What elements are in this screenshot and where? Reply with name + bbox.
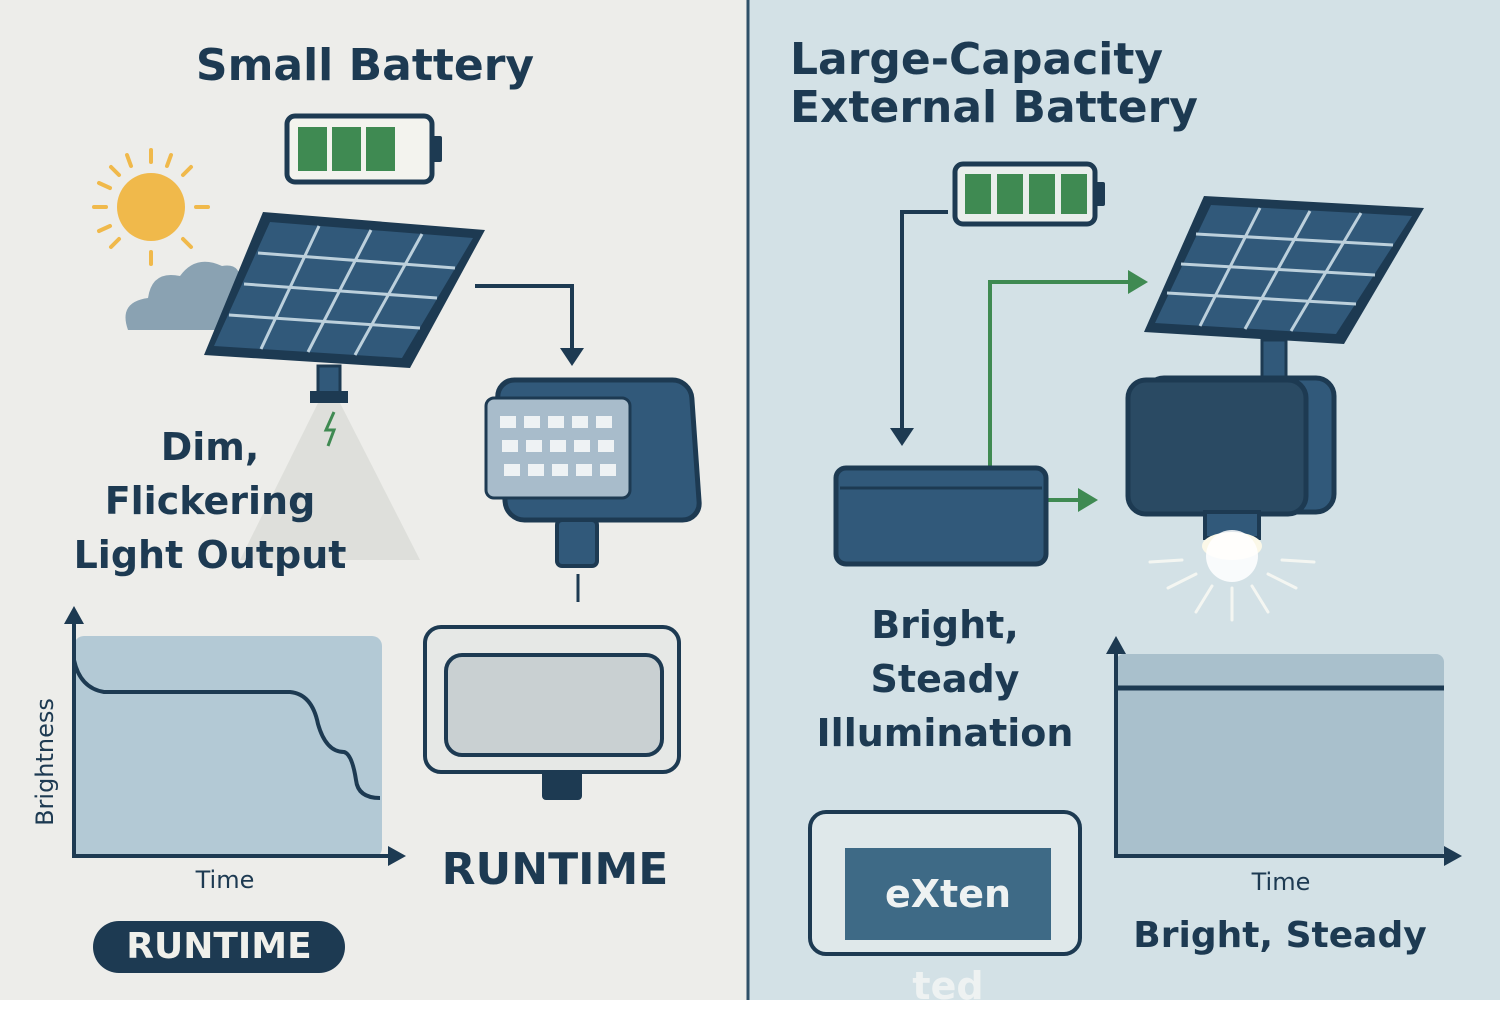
pack-to-panel-arrow xyxy=(988,280,1130,466)
left-flow-arrow xyxy=(475,284,574,350)
left-x-axis-label: Time xyxy=(195,866,255,894)
large-battery-icon xyxy=(952,161,1105,227)
lightning-icon xyxy=(323,411,337,447)
right-chart-area xyxy=(1116,654,1444,858)
left-brightness-chart xyxy=(64,606,406,866)
light-rays xyxy=(1148,558,1316,622)
right-caption-line-1: Bright, xyxy=(871,603,1019,647)
illustration xyxy=(0,0,1500,1000)
left-chart-area xyxy=(74,636,382,858)
left-caption: Dim, Flickering Light Output xyxy=(40,420,380,582)
left-light-cone xyxy=(240,403,420,560)
left-solar-panel xyxy=(204,212,485,403)
right-title-line-2: External Battery xyxy=(790,82,1198,133)
right-title: Large-Capacity External Battery xyxy=(790,36,1270,132)
sun-icon xyxy=(92,148,210,266)
lamp-runtime-label: RUNTIME xyxy=(441,844,669,895)
left-brightness-line xyxy=(72,659,381,800)
right-caption: Bright, Steady Illumination xyxy=(800,598,1090,760)
left-caption-line-2: Flickering xyxy=(104,479,316,523)
left-y-axis-label: Brightness xyxy=(31,698,59,826)
runtime-badge: RUNTIME xyxy=(93,921,345,973)
right-x-axis-label: Time xyxy=(1251,868,1311,896)
extended-badge: eXten ted xyxy=(845,848,1051,1008)
infographic: Small Battery Dim, Flickering Light Outp… xyxy=(0,0,1500,1008)
external-battery-pack xyxy=(833,465,1049,567)
right-caption-line-2: Steady xyxy=(870,657,1020,701)
right-title-line-1: Large-Capacity xyxy=(790,34,1164,85)
dim-lamp-box xyxy=(423,625,681,800)
right-chart-label: Bright, Steady xyxy=(1133,915,1427,956)
right-solar-panel xyxy=(1144,196,1424,382)
battery-to-pack-arrow xyxy=(900,210,948,430)
left-caption-line-3: Light Output xyxy=(73,533,347,577)
small-battery-icon xyxy=(284,113,442,185)
left-flood-lamp xyxy=(484,377,702,602)
left-caption-line-1: Dim, xyxy=(160,425,260,469)
right-lamp xyxy=(1125,375,1337,582)
right-brightness-chart xyxy=(1106,636,1462,866)
left-title: Small Battery xyxy=(195,40,535,91)
right-caption-line-3: Illumination xyxy=(816,711,1074,755)
